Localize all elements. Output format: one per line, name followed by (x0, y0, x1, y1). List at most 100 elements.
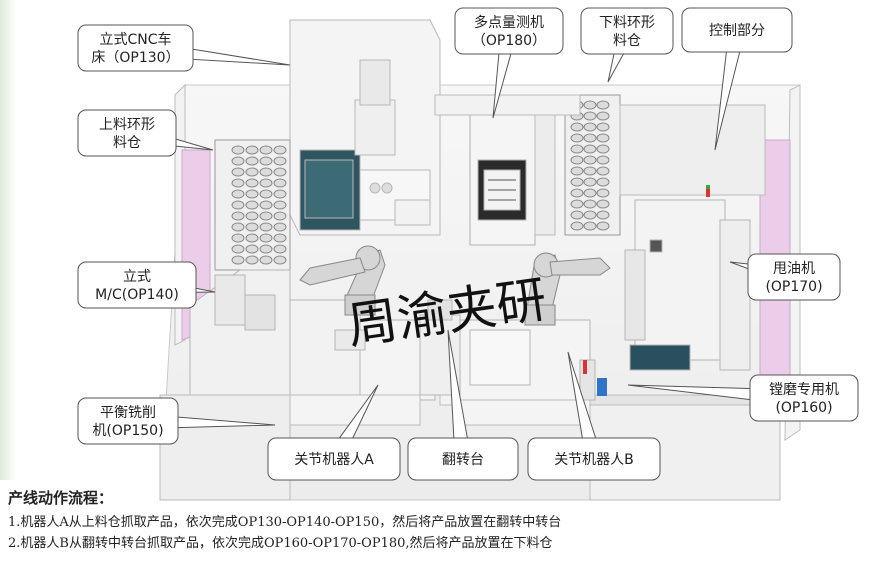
bin-part (245, 167, 259, 177)
bin-part (245, 200, 259, 210)
bin-part (245, 233, 259, 243)
bin-part (231, 244, 245, 254)
callout-label: （OP180） (472, 33, 546, 49)
callout-fill (79, 111, 175, 155)
robot-a (299, 245, 386, 316)
callout-fill (79, 399, 177, 443)
flow-title: 产线动作流程： (8, 489, 114, 507)
bin-part (245, 156, 259, 166)
callout-label: 立式CNC车 (99, 31, 171, 48)
bin-part (231, 189, 245, 199)
callout-flip-table: 翻转台 (407, 329, 519, 481)
bin-part (231, 145, 245, 155)
loading-bin-columns (231, 145, 287, 265)
callout-boring: 镗磨专用机(OP160) (627, 374, 859, 422)
callout-label: 机(OP150) (92, 423, 163, 439)
bin-part (583, 221, 597, 231)
bin-part (259, 145, 273, 155)
bin-part (583, 133, 597, 143)
bin-part (245, 189, 259, 199)
callout-label: (OP170) (765, 279, 822, 295)
bin-part (583, 177, 597, 187)
callout-fill (269, 439, 399, 479)
bin-part (596, 133, 610, 143)
bin-part (231, 156, 245, 166)
callout-label: 料仓 (113, 135, 141, 151)
bin-part (245, 211, 259, 221)
bin-part (583, 166, 597, 176)
bin-part (231, 200, 245, 210)
flow-step-1: 1.机器人A从上料仓抓取产品，依次完成OP130-OP140-OP150，然后将… (8, 515, 562, 530)
bin-part (259, 222, 273, 232)
bin-part (273, 244, 287, 254)
callout-label: 下料环形 (599, 15, 655, 31)
callout-label: 控制部分 (709, 23, 765, 39)
bin-part (596, 155, 610, 165)
bin-part (570, 188, 584, 198)
signal-lights (583, 185, 710, 396)
bin-part (259, 167, 273, 177)
callout-fill (683, 9, 791, 51)
bin-part (259, 255, 273, 265)
callout-fill (749, 255, 839, 299)
callout-control: 控制部分 (681, 7, 793, 151)
left-decor-strip (0, 0, 16, 480)
callout-fill (456, 9, 562, 53)
inner-walls (434, 94, 766, 236)
bin-part (259, 156, 273, 166)
bottom-walls (159, 394, 781, 501)
bin-part (570, 144, 584, 154)
robot-b (524, 252, 611, 326)
bin-part (273, 222, 287, 232)
bin-part (583, 188, 597, 198)
bin-part (570, 122, 584, 132)
callout-fill (751, 376, 857, 420)
callout-fill (582, 9, 672, 53)
bin-part (273, 178, 287, 188)
callout-label: 关节机器人B (554, 452, 634, 468)
bin-part (583, 144, 597, 154)
callout-vertical-mc: 立式M/C(OP140) (77, 261, 216, 309)
bin-part (273, 211, 287, 221)
boring-machine (459, 319, 596, 401)
bin-part (596, 111, 610, 121)
callout-measuring: 多点量测机（OP180） (454, 7, 564, 119)
callout-label: 甩油机 (773, 261, 815, 277)
bin-part (245, 255, 259, 265)
bin-part (570, 155, 584, 165)
bin-part (273, 156, 287, 166)
callout-label: 平衡铣削 (100, 405, 156, 421)
bin-part (231, 211, 245, 221)
bin-part (259, 189, 273, 199)
bin-part (259, 178, 273, 188)
bin-part (231, 178, 245, 188)
bin-part (596, 199, 610, 209)
bin-part (273, 167, 287, 177)
bin-part (245, 178, 259, 188)
bin-part (596, 122, 610, 132)
callout-fill (529, 439, 659, 479)
bin-part (259, 200, 273, 210)
bin-part (273, 200, 287, 210)
bin-part (583, 155, 597, 165)
bin-part (231, 167, 245, 177)
bin-part (570, 210, 584, 220)
bin-part (245, 145, 259, 155)
cnc-lathe-machine (289, 19, 441, 236)
callout-label: 床（OP130） (91, 50, 179, 66)
flow-step-2: 2.机器人B从翻转中转台抓取产品，依次完成OP160-OP170-OP180,然… (8, 536, 553, 551)
bin-part (245, 222, 259, 232)
bin-part (231, 222, 245, 232)
bin-part (231, 233, 245, 243)
bin-part (583, 210, 597, 220)
bin-part (583, 199, 597, 209)
bin-part (570, 177, 584, 187)
bin-part (583, 122, 597, 132)
callout-fill (409, 439, 517, 479)
bin-part (273, 145, 287, 155)
